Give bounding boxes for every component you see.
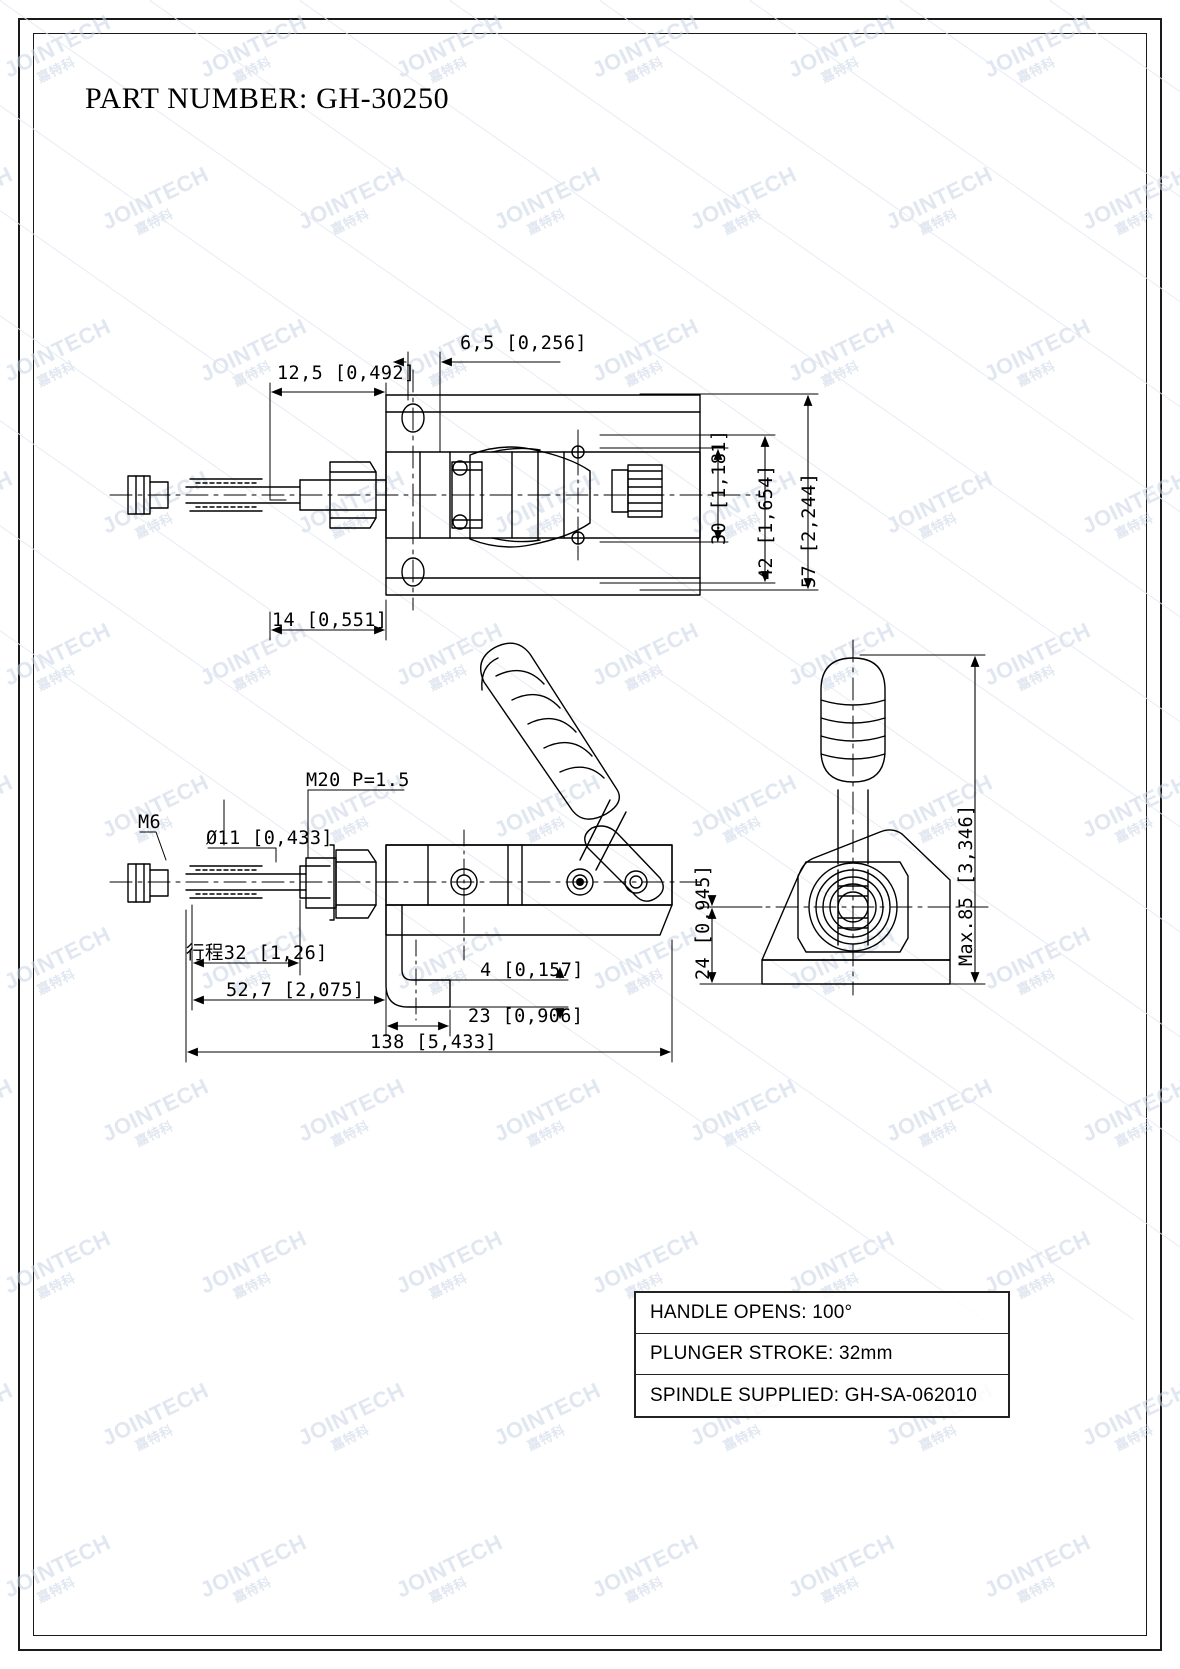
- dim-stroke32: 行程32 [1,26]: [186, 943, 328, 964]
- dim-52-7: 52,7 [2,075]: [226, 980, 364, 1001]
- dim-23: 23 [0,906]: [468, 1006, 583, 1027]
- dim-42: 42 [1,654]: [756, 465, 777, 580]
- spec-row-spindle-supplied: SPINDLE SUPPLIED: GH-SA-062010: [650, 1384, 978, 1406]
- dim-30: 30 [1,181]: [709, 430, 730, 545]
- dimension-labels: 12,5 [0,492] 6,5 [0,256] 14 [0,551] 30 […: [138, 333, 977, 1053]
- dim-max85: Max.85 [3,346]: [956, 804, 977, 966]
- top-view-geometry: [109, 369, 761, 611]
- dim-4: 4 [0,157]: [480, 960, 584, 981]
- dim-m20: M20 P=1.5: [306, 770, 410, 791]
- dim-138: 138 [5,433]: [370, 1032, 497, 1053]
- dim-6-5: 6,5 [0,256]: [460, 333, 587, 354]
- dim-dia11: Ø11 [0,433]: [206, 828, 333, 849]
- spec-table: HANDLE OPENS: 100° PLUNGER STROKE: 32mm …: [634, 1291, 1010, 1418]
- dim-12-5: 12,5 [0,492]: [277, 363, 415, 384]
- dim-57: 57 [2,244]: [799, 473, 820, 588]
- spec-row-handle-opens: HANDLE OPENS: 100°: [636, 1293, 1008, 1334]
- dim-14: 14 [0,551]: [272, 610, 387, 631]
- front-view-geometry: [699, 639, 991, 996]
- spec-row-plunger-stroke: PLUNGER STROKE: 32mm: [636, 1334, 1008, 1375]
- page-title: PART NUMBER: GH-30250: [85, 82, 450, 115]
- dim-24: 24 [0,945]: [693, 865, 714, 980]
- dim-m6: M6: [138, 812, 161, 833]
